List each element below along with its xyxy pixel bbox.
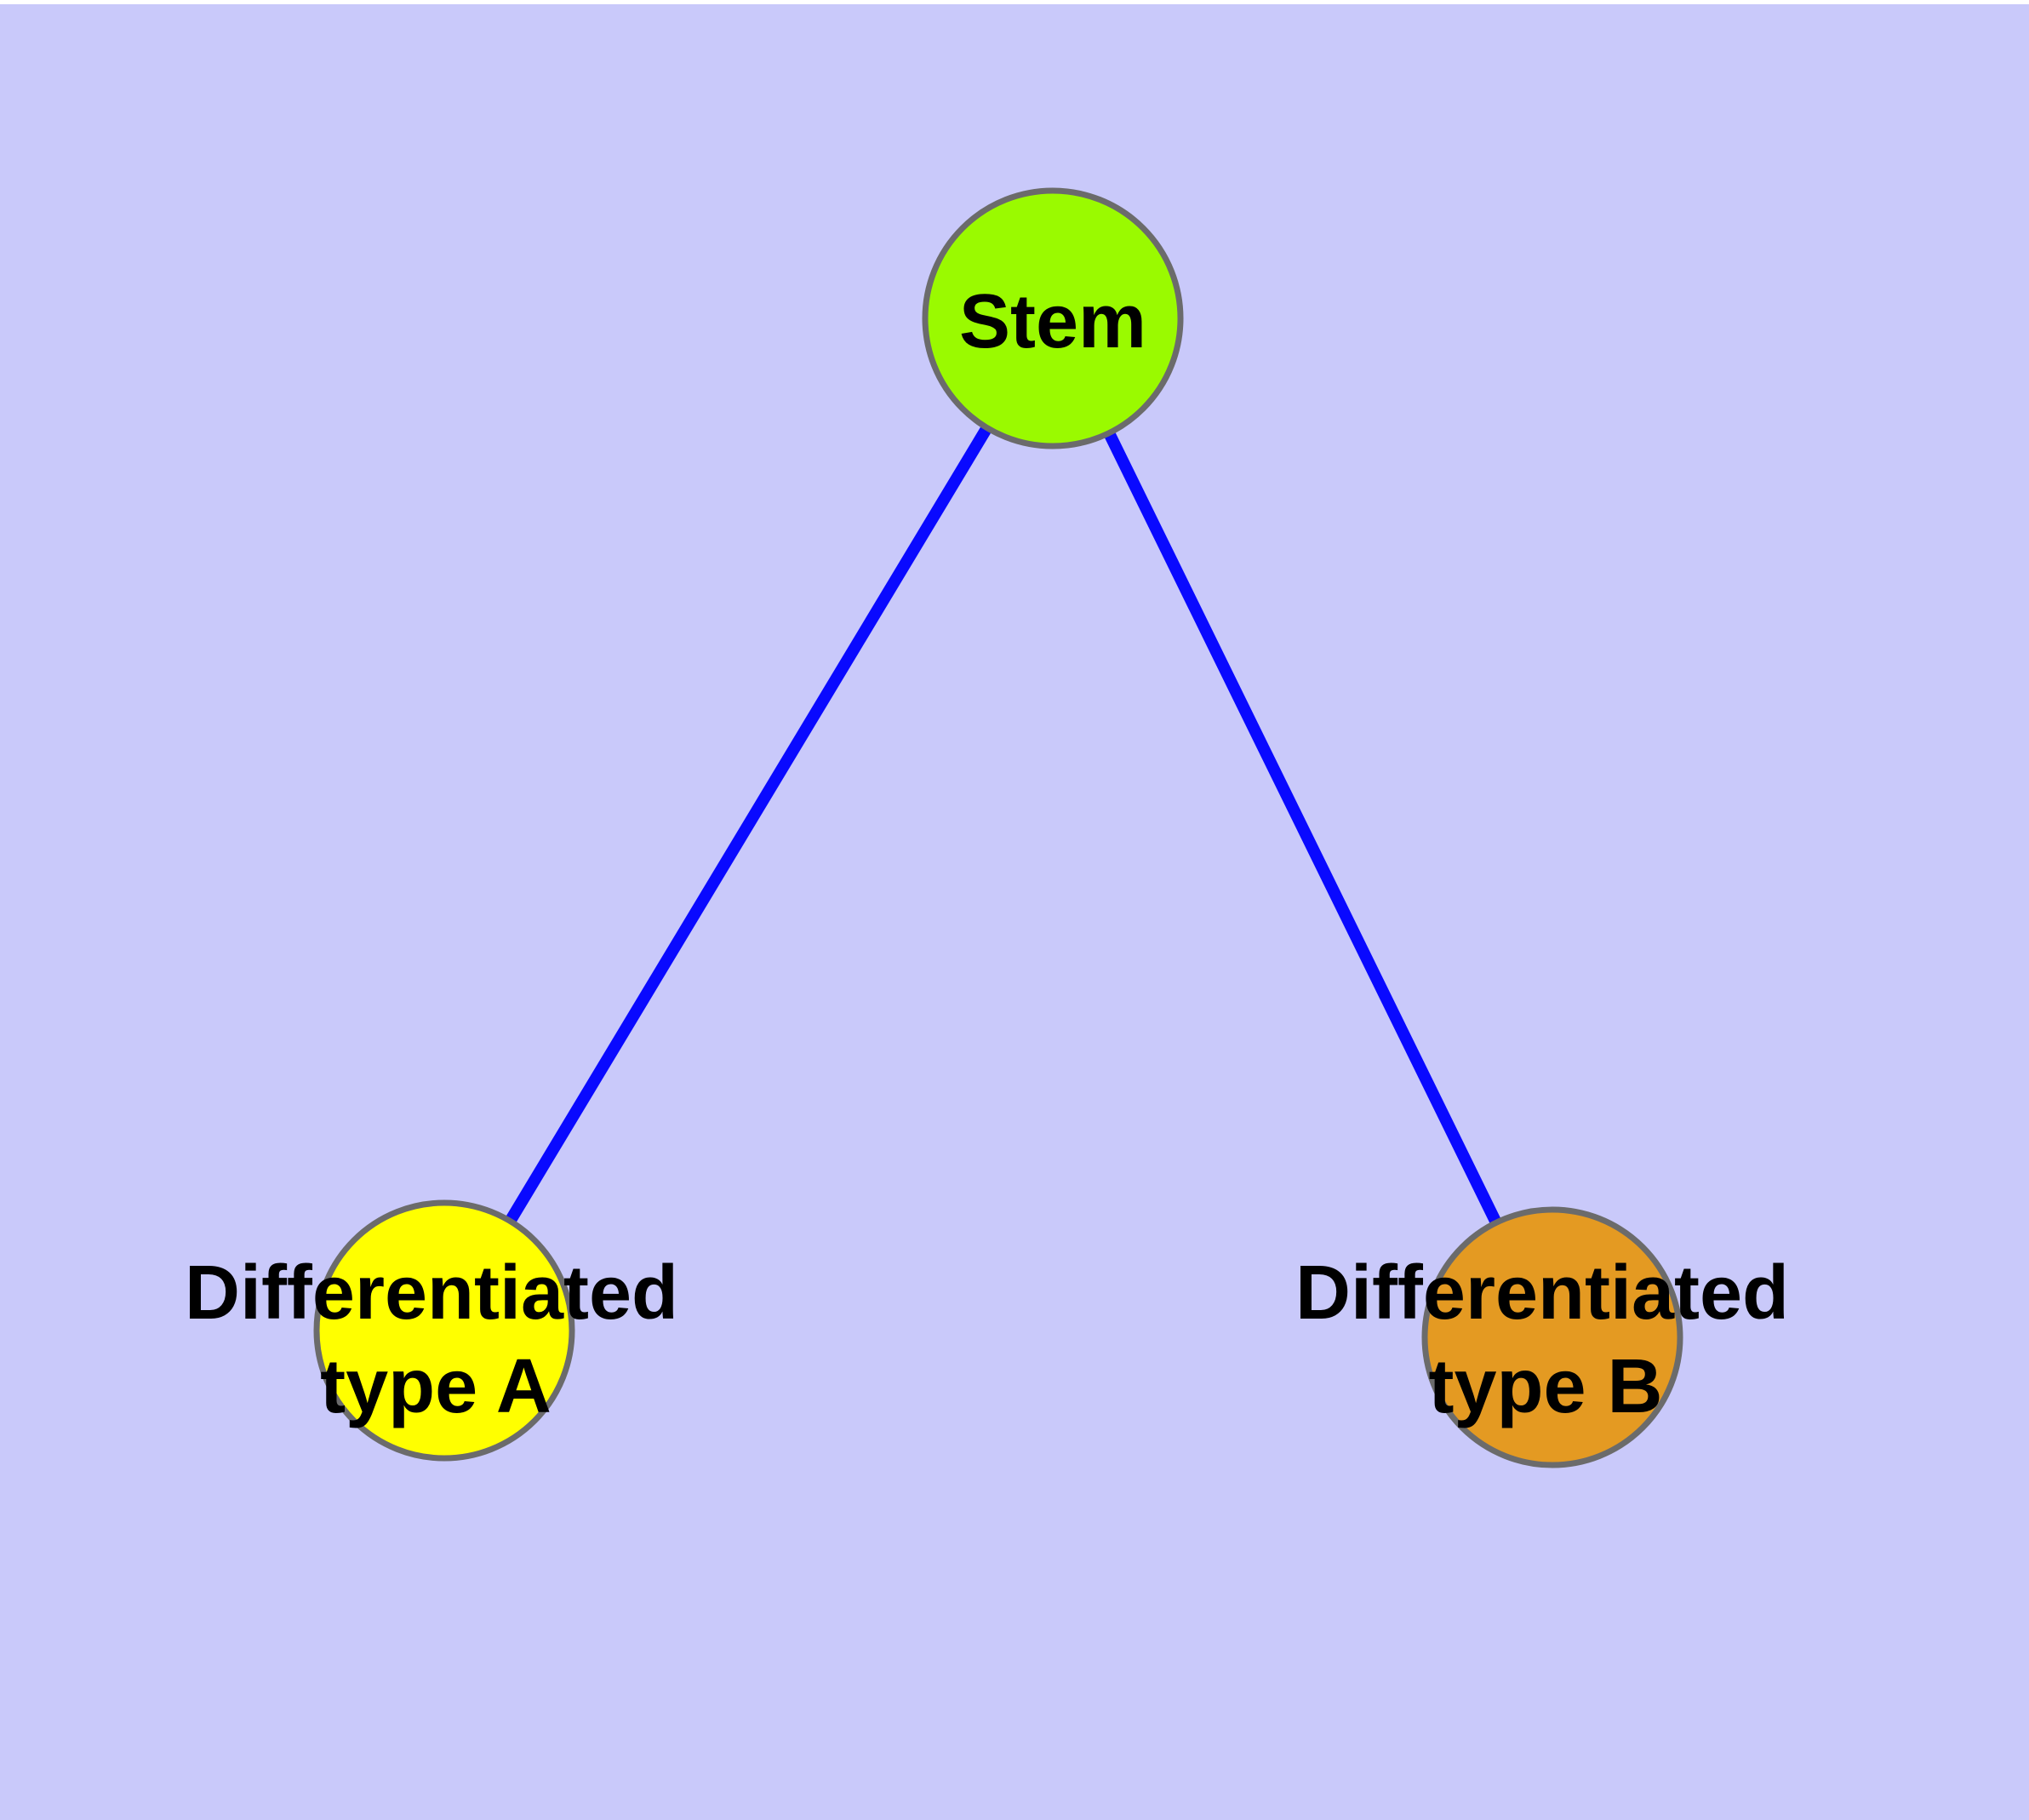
top-margin-strip — [0, 0, 2029, 4]
node-stem-label: Stem — [959, 279, 1146, 364]
node-type-b-label-line1: Differentiated — [1295, 1251, 1789, 1336]
node-stem-circle — [922, 187, 1184, 449]
node-type-b-circle — [1421, 1206, 1683, 1468]
node-type-a-label-line1: Differentiated — [185, 1251, 678, 1336]
edge-stem-to-type-a — [439, 315, 1058, 1334]
edge-stem-to-type-b — [1047, 315, 1558, 1341]
node-type-a-circle — [313, 1199, 575, 1462]
node-type-b-label-line2: type B — [1428, 1344, 1662, 1429]
node-type-a-label-line2: type A — [320, 1344, 552, 1429]
